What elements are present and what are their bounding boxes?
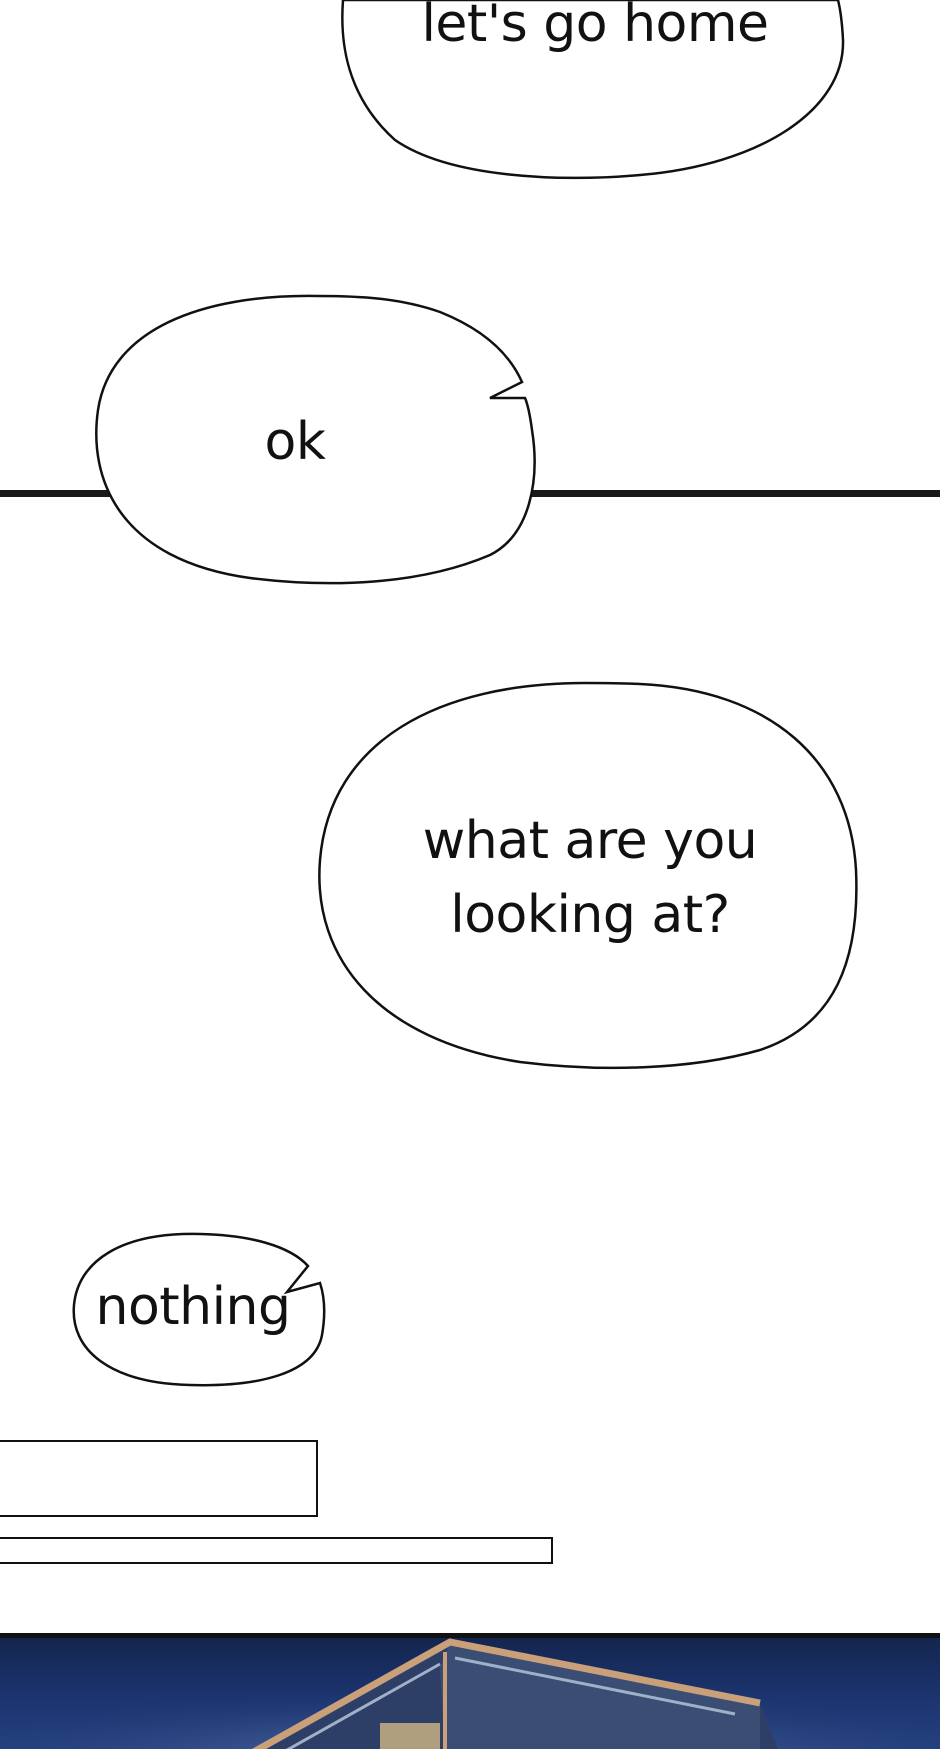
night-scene-panel [0, 1633, 940, 1749]
speech-bubble-nothing [72, 1232, 326, 1387]
empty-caption-strip [0, 1537, 553, 1564]
speech-bubble-ok [95, 294, 536, 585]
house-roof-illustration [0, 1638, 940, 1749]
bubble-text-ok: ok [264, 412, 326, 472]
empty-caption-box [0, 1440, 318, 1517]
speech-bubble-what-are-you-looking-at [318, 681, 858, 1070]
bubble-text-nothing: nothing [95, 1277, 291, 1337]
bubble-text-what-are-you-looking-at: what are you looking at? [422, 811, 758, 945]
speech-bubble-lets-go-home [341, 0, 845, 180]
bubble-text-lets-go-home: let's go home [421, 0, 769, 54]
